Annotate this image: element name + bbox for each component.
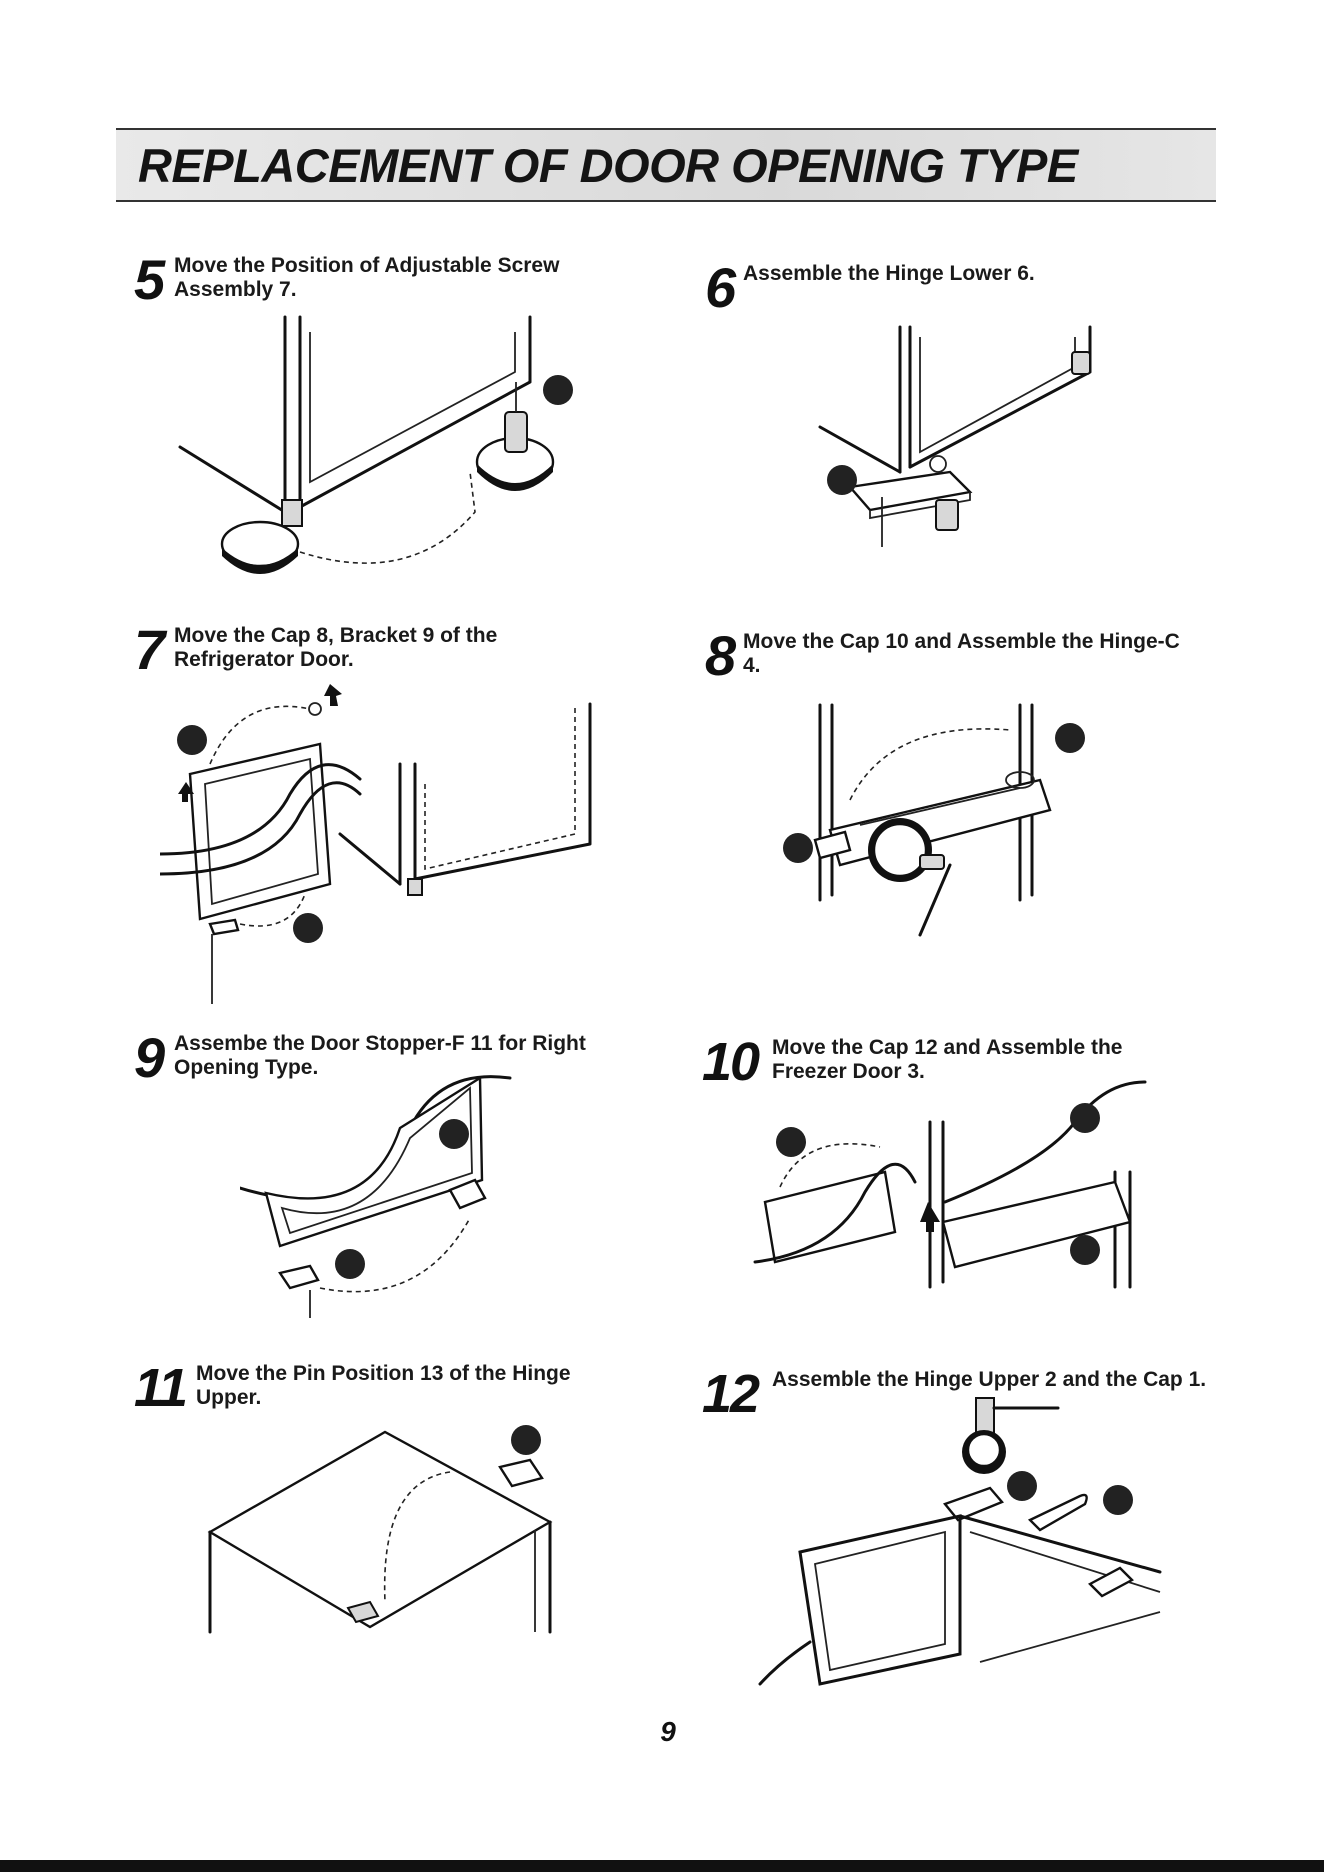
step-number: 8	[705, 624, 736, 687]
illustration-adjustable-screw	[170, 312, 590, 592]
illustration-pin-position-hinge-upper	[200, 1412, 580, 1634]
step-number: 6	[705, 256, 736, 319]
step-number: 11	[134, 1358, 188, 1418]
step-instruction: Move the Pin Position 13 of the Hinge Up…	[196, 1362, 571, 1409]
step-number: 7	[134, 618, 165, 681]
step-instruction: Move the Cap 12 and Assemble the Freezer…	[772, 1036, 1123, 1083]
step-number: 5	[134, 248, 165, 311]
page-number: 9	[660, 1716, 676, 1747]
step-number: 12	[702, 1364, 760, 1424]
illustration-hinge-upper-cap	[740, 1392, 1180, 1692]
step-instruction: Assemble the Hinge Lower 6.	[743, 262, 1035, 285]
illustration-cap-bracket-refrigerator-door	[160, 684, 610, 1014]
illustration-cap-hinge-c	[770, 700, 1100, 950]
step-instruction: Assembe the Door Stopper-F 11 for Right …	[174, 1032, 586, 1079]
illustration-door-stopper-f	[240, 1068, 540, 1338]
step-instruction: Move the Cap 8, Bracket 9 of the Refrige…	[174, 624, 498, 671]
step-instruction: Move the Cap 10 and Assemble the Hinge-C…	[743, 630, 1180, 677]
step-instruction: Assemble the Hinge Upper 2 and the Cap 1…	[772, 1368, 1207, 1391]
illustration-hinge-lower	[810, 322, 1120, 572]
bottom-border	[0, 1860, 1324, 1872]
step-number: 9	[134, 1026, 165, 1089]
page-header-bar: REPLACEMENT OF DOOR OPENING TYPE	[116, 128, 1216, 202]
page-title: REPLACEMENT OF DOOR OPENING TYPE	[138, 139, 1078, 192]
illustration-cap-freezer-door	[745, 1072, 1165, 1302]
step-number: 10	[702, 1032, 760, 1092]
step-instruction: Move the Position of Adjustable Screw As…	[174, 254, 560, 301]
